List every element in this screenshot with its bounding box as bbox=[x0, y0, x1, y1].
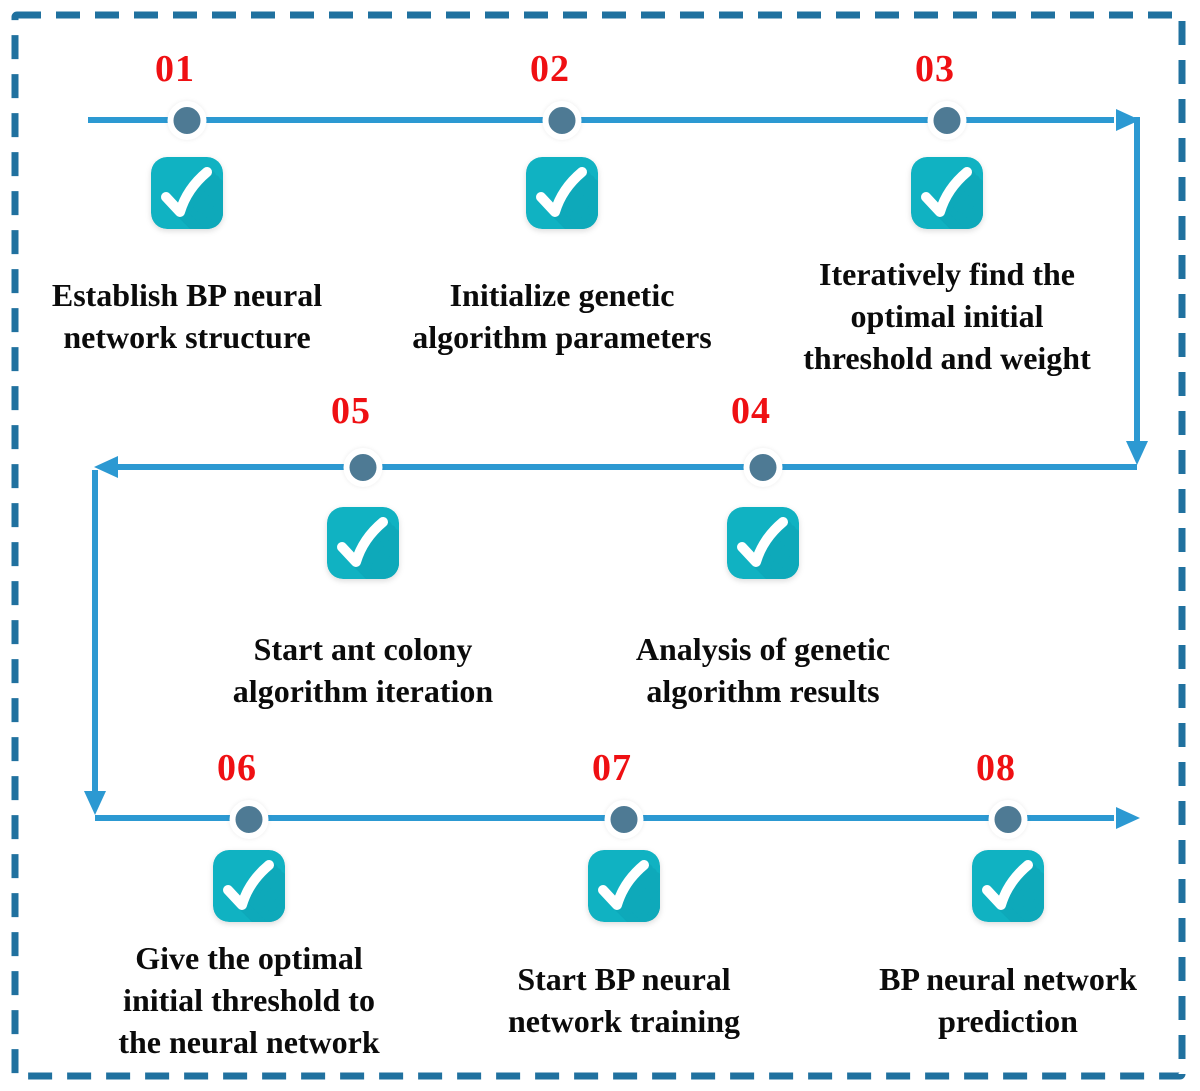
step-label: BP neural network prediction bbox=[778, 915, 1200, 1085]
step-label-line: the neural network bbox=[118, 1024, 380, 1060]
timeline-dot bbox=[167, 101, 207, 140]
step-01: 01 Establish BP neural network structure bbox=[0, 45, 377, 380]
step-number: 05 bbox=[331, 390, 371, 432]
step-label: Initialize genetic algorithm parameters bbox=[332, 231, 792, 401]
step-number: 06 bbox=[217, 747, 257, 789]
step-label-line: algorithm results bbox=[646, 673, 880, 709]
timeline-dot bbox=[743, 448, 783, 487]
timeline-dot bbox=[927, 101, 967, 140]
step-label: Iteratively find the optimal initial thr… bbox=[717, 231, 1177, 401]
checkmark-icon bbox=[151, 157, 223, 229]
step-label-line: Start ant colony bbox=[253, 631, 473, 667]
timeline-dot bbox=[604, 800, 644, 839]
timeline-dot bbox=[343, 448, 383, 487]
step-label-line: initial threshold to bbox=[123, 982, 375, 1018]
checkmark-icon bbox=[972, 850, 1044, 922]
step-02: 02 Initialize genetic algorithm paramete… bbox=[372, 45, 752, 380]
step-07: 07 Start BP neural network training bbox=[434, 744, 814, 1079]
arrowheads bbox=[84, 109, 1148, 829]
step-number: 02 bbox=[530, 48, 570, 90]
timeline-dot bbox=[229, 800, 269, 839]
step-05: 05 Start ant colony algorithm iteration bbox=[173, 390, 553, 727]
step-label: Establish BP neural network structure bbox=[0, 231, 417, 401]
step-label-line: optimal initial bbox=[850, 298, 1044, 334]
dashed-border bbox=[11, 11, 1186, 1080]
step-label: Start ant colony algorithm iteration bbox=[133, 585, 593, 755]
arrowhead-left-row2 bbox=[94, 456, 118, 478]
step-label-line: Establish BP neural bbox=[51, 277, 323, 313]
step-number: 08 bbox=[976, 747, 1016, 789]
checkmark-icon bbox=[588, 850, 660, 922]
timeline-dot bbox=[542, 101, 582, 140]
step-label: Give the optimal initial threshold to th… bbox=[19, 915, 479, 1085]
arrowhead-down-left bbox=[84, 791, 106, 815]
step-06: 06 Give the optimal initial threshold to… bbox=[59, 744, 439, 1079]
checkmark-icon bbox=[727, 507, 799, 579]
step-label-line: prediction bbox=[938, 1003, 1078, 1039]
step-03: 03 Iteratively find the optimal initial … bbox=[757, 45, 1137, 380]
step-label-line: network training bbox=[508, 1003, 740, 1039]
step-number: 07 bbox=[592, 747, 632, 789]
step-label: Analysis of genetic algorithm results bbox=[533, 585, 993, 755]
step-label-line: Initialize genetic bbox=[449, 277, 675, 313]
step-number: 03 bbox=[915, 48, 955, 90]
step-label-line: algorithm parameters bbox=[412, 319, 712, 355]
step-label-line: Iteratively find the bbox=[819, 256, 1075, 292]
step-label-line: Analysis of genetic bbox=[635, 631, 891, 667]
arrowhead-right-row1 bbox=[1116, 109, 1140, 131]
step-label-line: Start BP neural bbox=[517, 961, 731, 997]
step-label-line: network structure bbox=[63, 319, 311, 355]
checkmark-icon bbox=[213, 850, 285, 922]
step-label: Start BP neural network training bbox=[394, 915, 854, 1085]
arrowhead-right-row3 bbox=[1116, 807, 1140, 829]
step-label-line: algorithm iteration bbox=[232, 673, 494, 709]
arrowhead-down-right bbox=[1126, 441, 1148, 465]
checkmark-icon bbox=[911, 157, 983, 229]
step-04: 04 Analysis of genetic algorithm results bbox=[573, 390, 953, 727]
step-label-line: Give the optimal bbox=[135, 940, 363, 976]
step-label-line: threshold and weight bbox=[803, 340, 1091, 376]
step-label-line: BP neural network bbox=[879, 961, 1137, 997]
step-08: 08 BP neural network prediction bbox=[818, 744, 1198, 1079]
timeline-dot bbox=[988, 800, 1028, 839]
step-number: 01 bbox=[155, 48, 195, 90]
checkmark-icon bbox=[526, 157, 598, 229]
step-number: 04 bbox=[731, 390, 771, 432]
checkmark-icon bbox=[327, 507, 399, 579]
